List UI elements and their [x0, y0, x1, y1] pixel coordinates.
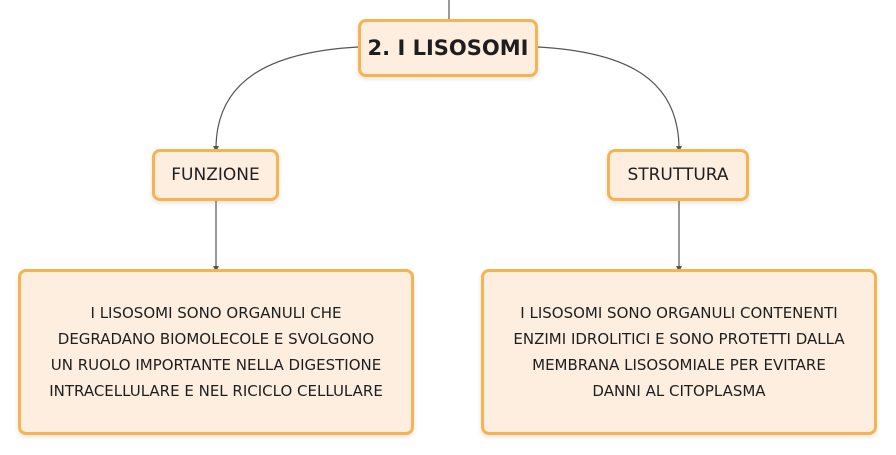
- connector-title-to-funzione: [213, 46, 359, 152]
- struttura-description-node[interactable]: I LISOSOMI SONO ORGANULI CONTENENTI ENZI…: [481, 269, 877, 435]
- funzione-description-node[interactable]: I LISOSOMI SONO ORGANULI CHE DEGRADANO B…: [18, 269, 414, 435]
- connector-title-to-struttura: [537, 46, 682, 152]
- struttura-description-text: I LISOSOMI SONO ORGANULI CONTENENTI ENZI…: [513, 304, 845, 400]
- funzione-node[interactable]: FUNZIONE: [152, 149, 279, 201]
- title-node[interactable]: 2. I LISOSOMI: [358, 19, 538, 77]
- funzione-label: FUNZIONE: [171, 165, 260, 185]
- title-label: 2. I LISOSOMI: [367, 36, 529, 60]
- funzione-description-text: I LISOSOMI SONO ORGANULI CHE DEGRADANO B…: [49, 304, 383, 400]
- struttura-label: STRUTTURA: [627, 165, 729, 185]
- struttura-node[interactable]: STRUTTURA: [607, 149, 749, 201]
